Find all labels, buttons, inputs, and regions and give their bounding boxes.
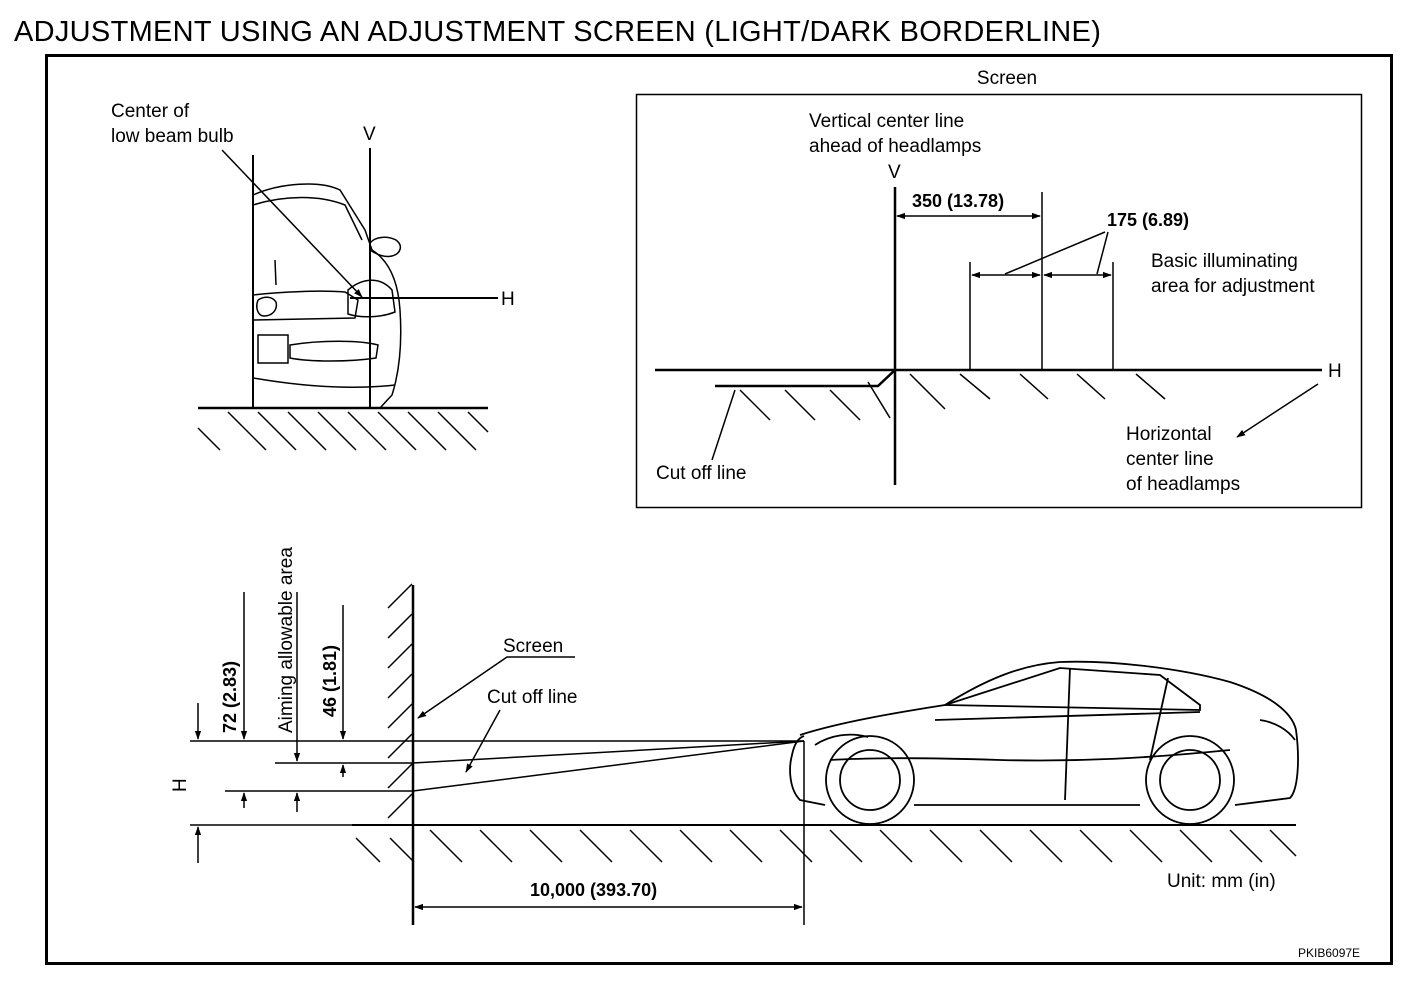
bulb-leader-arrow	[221, 149, 363, 298]
front-car-silhouette	[252, 183, 402, 409]
side-car-silhouette	[789, 660, 1299, 825]
basic-area-line2: area for adjustment	[1151, 276, 1315, 297]
bulb-label-line2: low beam bulb	[111, 126, 234, 147]
dim-72-label: 72 (2.83)	[220, 661, 240, 733]
screen-panel-frame	[635, 93, 1363, 509]
side-ground-hatch	[355, 829, 1297, 863]
distance-label: 10,000 (393.70)	[530, 880, 657, 900]
page-title: ADJUSTMENT USING AN ADJUSTMENT SCREEN (L…	[14, 16, 1101, 48]
bulb-label-line1: Center of	[111, 101, 190, 122]
dim-175-label: 175 (6.89)	[1107, 210, 1189, 230]
screen-hatch	[739, 373, 1166, 421]
cutoff-borderline	[715, 369, 896, 388]
screen-panel-drawing	[655, 187, 1322, 485]
aiming-allowable-area-label: Aiming allowable area	[276, 547, 297, 733]
screen-leader-arrow	[417, 656, 575, 719]
dim-350-label: 350 (13.78)	[912, 191, 1004, 211]
hcenter-line2: center line	[1126, 449, 1214, 470]
wall-hatch	[387, 583, 413, 819]
basic-area-line1: Basic illuminating	[1151, 251, 1298, 272]
screen-cutoff-label: Cut off line	[656, 463, 746, 484]
side-view	[190, 583, 1299, 925]
outer-frame	[45, 54, 1393, 965]
unit-label: Unit: mm (in)	[1167, 871, 1276, 892]
side-h-label: H	[170, 778, 191, 792]
vline-label-line2: ahead of headlamps	[809, 136, 981, 157]
front-v-label: V	[363, 124, 376, 145]
screen-v-label: V	[888, 162, 901, 183]
hcenter-leader-arrow	[1236, 383, 1319, 438]
side-cutoff-label: Cut off line	[487, 687, 577, 708]
vline-label-line1: Vertical center line	[809, 111, 964, 132]
hcenter-line1: Horizontal	[1126, 424, 1212, 445]
figure-code: PKIB6097E	[1298, 946, 1360, 960]
cutoff-leader	[711, 389, 736, 461]
front-h-label: H	[501, 289, 515, 310]
screen-h-label: H	[1328, 361, 1342, 382]
side-cutoff-leader-arrow	[465, 709, 501, 773]
front-view	[197, 148, 498, 451]
screen-panel-title: Screen	[977, 68, 1037, 89]
hcenter-line3: of headlamps	[1126, 474, 1240, 495]
dim-46-label: 46 (1.81)	[320, 645, 340, 717]
front-ground-hatch	[197, 411, 489, 451]
side-screen-label: Screen	[503, 636, 563, 657]
